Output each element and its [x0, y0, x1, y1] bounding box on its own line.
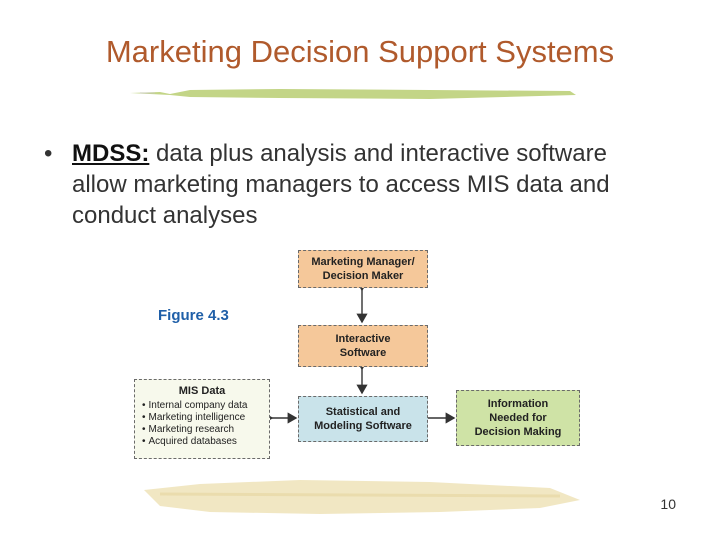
box-marketing-manager: Marketing Manager/Decision Maker — [298, 250, 428, 288]
mis-data-list: Internal company data Marketing intellig… — [141, 400, 263, 448]
bullet-point: • MDSS: data plus analysis and interacti… — [44, 138, 664, 231]
bullet-text: MDSS: data plus analysis and interactive… — [72, 138, 664, 231]
mis-data-title: MIS Data — [178, 385, 226, 397]
page-number: 10 — [660, 496, 676, 512]
box-information-line-2: Needed for — [489, 412, 547, 424]
box-statistical-line-1: Statistical and — [325, 406, 401, 418]
mis-data-item: Marketing research — [149, 424, 263, 436]
box-information-line-3: Decision Making — [474, 426, 562, 438]
bullet-dot: • — [44, 140, 53, 167]
bullet-description: data plus analysis and interactive softw… — [72, 140, 610, 229]
box-manager-line-2: Decision Maker — [322, 270, 404, 282]
decorative-brush-stroke-top — [130, 89, 576, 99]
mis-data-item: Internal company data — [149, 400, 263, 412]
mis-data-item: Marketing intelligence — [149, 412, 263, 424]
box-interactive-line-1: Interactive — [335, 333, 391, 345]
slide-title: Marketing Decision Support Systems — [105, 34, 615, 69]
box-information-line-1: Information — [487, 398, 549, 410]
figure-label: Figure 4.3 — [158, 307, 229, 324]
box-statistical-line-2: Modeling Software — [314, 420, 412, 432]
decorative-brush-stroke-bottom — [144, 480, 580, 514]
mis-data-item: Acquired databases — [149, 436, 263, 448]
bullet-term: MDSS: — [72, 140, 150, 167]
box-mis-data: MIS Data Internal company data Marketing… — [134, 379, 270, 459]
box-interactive-line-2: Software — [339, 347, 387, 359]
box-manager-line-1: Marketing Manager/ — [311, 256, 415, 268]
